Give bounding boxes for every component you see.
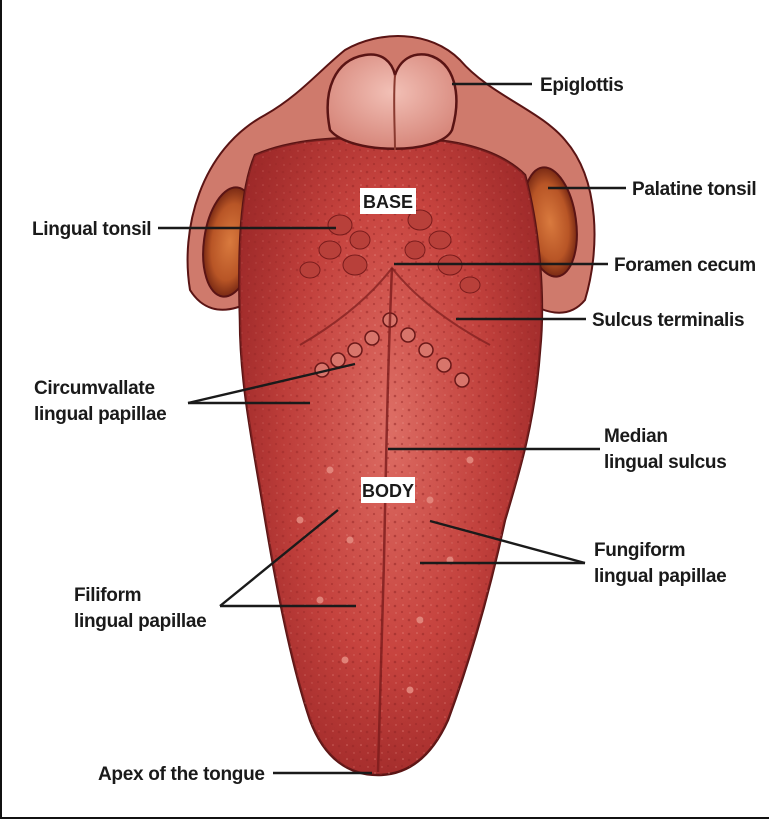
base-label: BASE [363, 192, 413, 212]
label-median-1: Median [604, 426, 668, 447]
label-foramen-cecum: Foramen cecum [614, 255, 756, 276]
label-fungiform-2: lingual papillae [594, 566, 726, 587]
label-circumvallate-2: lingual papillae [34, 404, 166, 425]
label-apex: Apex of the tongue [98, 764, 265, 785]
epiglottis [328, 54, 457, 148]
label-lingual-tonsil: Lingual tonsil [32, 219, 151, 240]
label-fungiform-1: Fungiform [594, 540, 685, 561]
label-palatine-tonsil: Palatine tonsil [632, 179, 756, 200]
epiglottis-notch [394, 75, 395, 150]
tongue-side-shading [239, 138, 542, 775]
label-circumvallate-1: Circumvallate [34, 378, 155, 399]
body-label: BODY [362, 481, 414, 501]
label-sulcus-terminalis: Sulcus terminalis [592, 310, 744, 331]
label-filiform-1: Filiform [74, 585, 141, 606]
label-filiform-2: lingual papillae [74, 611, 206, 632]
label-median-2: lingual sulcus [604, 452, 727, 473]
label-epiglottis: Epiglottis [540, 75, 624, 96]
